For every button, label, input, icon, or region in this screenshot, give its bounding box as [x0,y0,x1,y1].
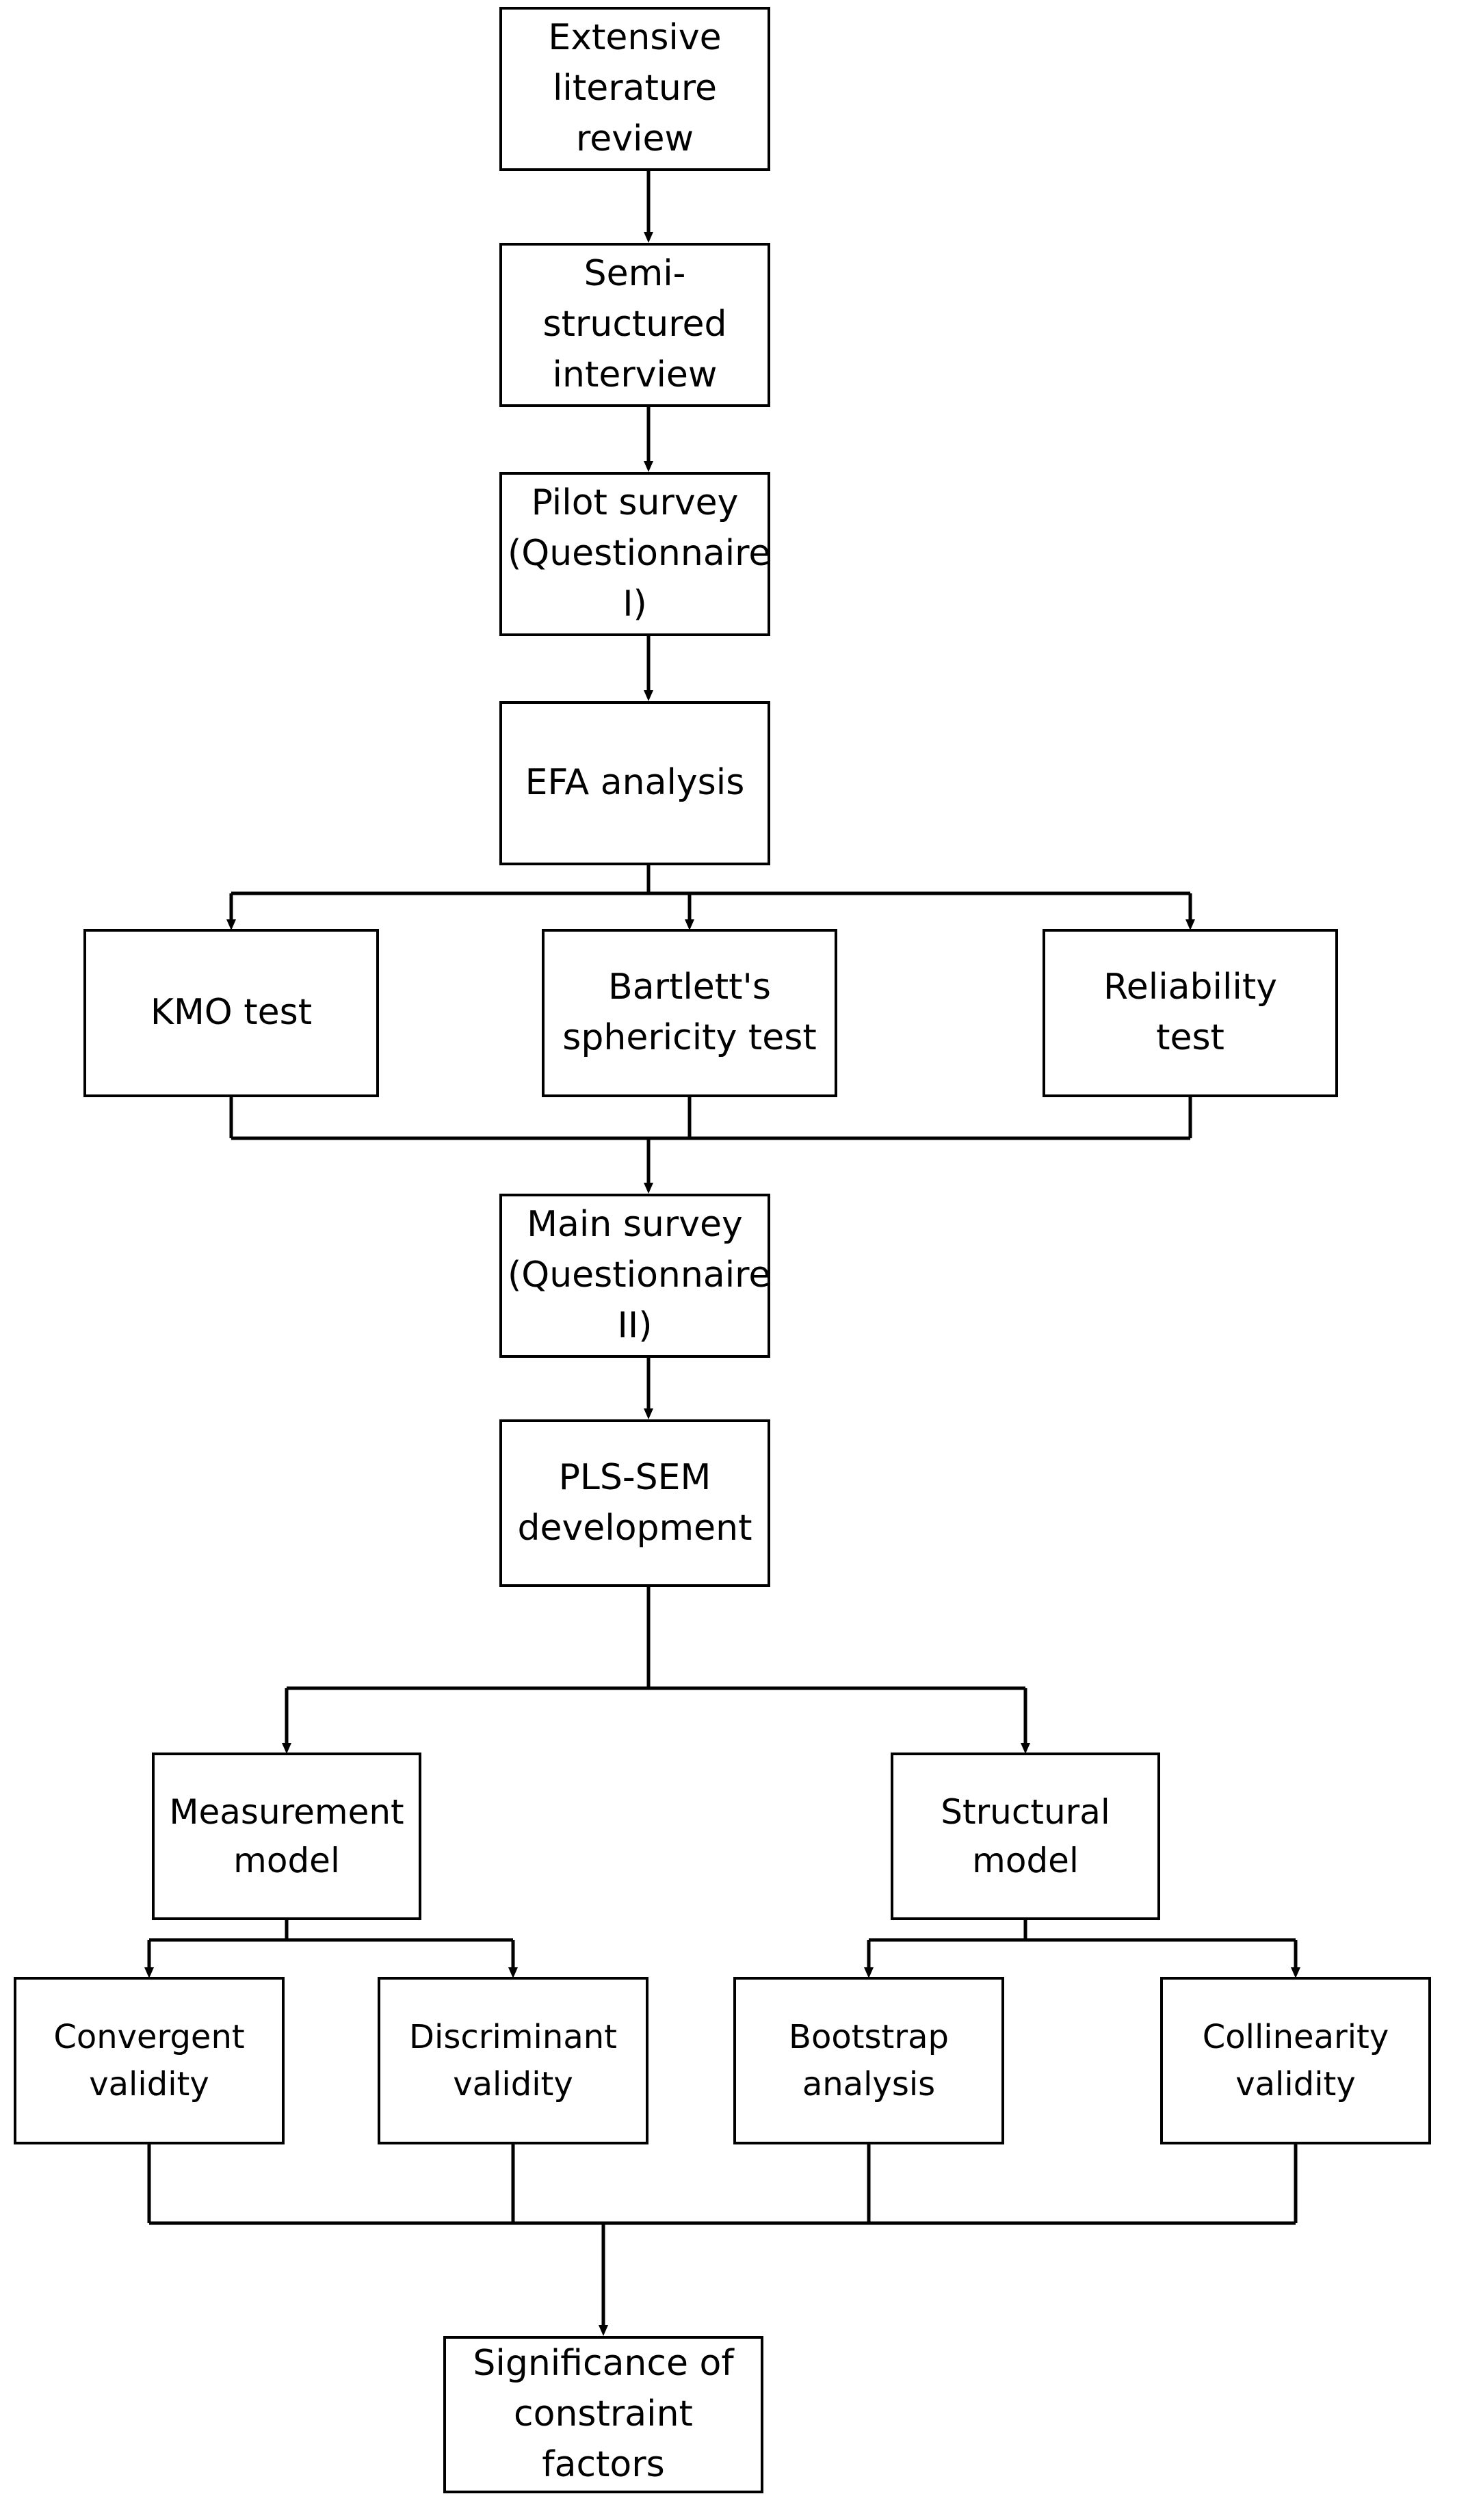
node-label: Pilot survey (Questionnaire I) [508,482,771,625]
node-label: Collinearity validity [1202,2018,1389,2103]
node-label: EFA analysis [525,762,745,804]
node-label: Main survey (Questionnaire II) [508,1204,771,1346]
node-pilot-survey[interactable]: Pilot survey (Questionnaire I) [499,472,770,636]
node-kmo-test[interactable]: KMO test [83,929,379,1097]
node-label: PLS-SEM development [517,1456,752,1549]
node-pls-sem-development[interactable]: PLS-SEM development [499,1419,770,1587]
node-label: Bootstrap analysis [789,2018,949,2103]
node-efa-analysis[interactable]: EFA analysis [499,701,770,865]
node-semi-structured-interview[interactable]: Semi-structured interview [499,243,770,407]
node-literature-review[interactable]: Extensive literature review [499,7,770,171]
node-label: Measurement model [169,1791,404,1880]
node-label: Structural model [941,1791,1110,1880]
node-label: Discriminant validity [409,2018,617,2103]
node-label: Significance of constraint factors [473,2343,734,2485]
node-bootstrap-analysis[interactable]: Bootstrap analysis [733,1977,1004,2144]
node-convergent-validity[interactable]: Convergent validity [14,1977,285,2144]
node-label: Bartlett's sphericity test [562,967,817,1058]
node-measurement-model[interactable]: Measurement model [152,1753,421,1920]
node-reliability-test[interactable]: Reliability test [1043,929,1338,1097]
node-discriminant-validity[interactable]: Discriminant validity [378,1977,648,2144]
node-bartletts-sphericity-test[interactable]: Bartlett's sphericity test [542,929,837,1097]
node-label: Semi-structured interview [542,253,727,395]
node-main-survey[interactable]: Main survey (Questionnaire II) [499,1194,770,1358]
node-label: Reliability test [1103,967,1278,1058]
node-collinearity-validity[interactable]: Collinearity validity [1160,1977,1431,2144]
node-label: Extensive literature review [548,17,722,159]
node-structural-model[interactable]: Structural model [891,1753,1160,1920]
node-label: KMO test [150,992,313,1034]
node-significance-of-constraint-factors[interactable]: Significance of constraint factors [443,2336,763,2493]
node-label: Convergent validity [53,2018,245,2103]
